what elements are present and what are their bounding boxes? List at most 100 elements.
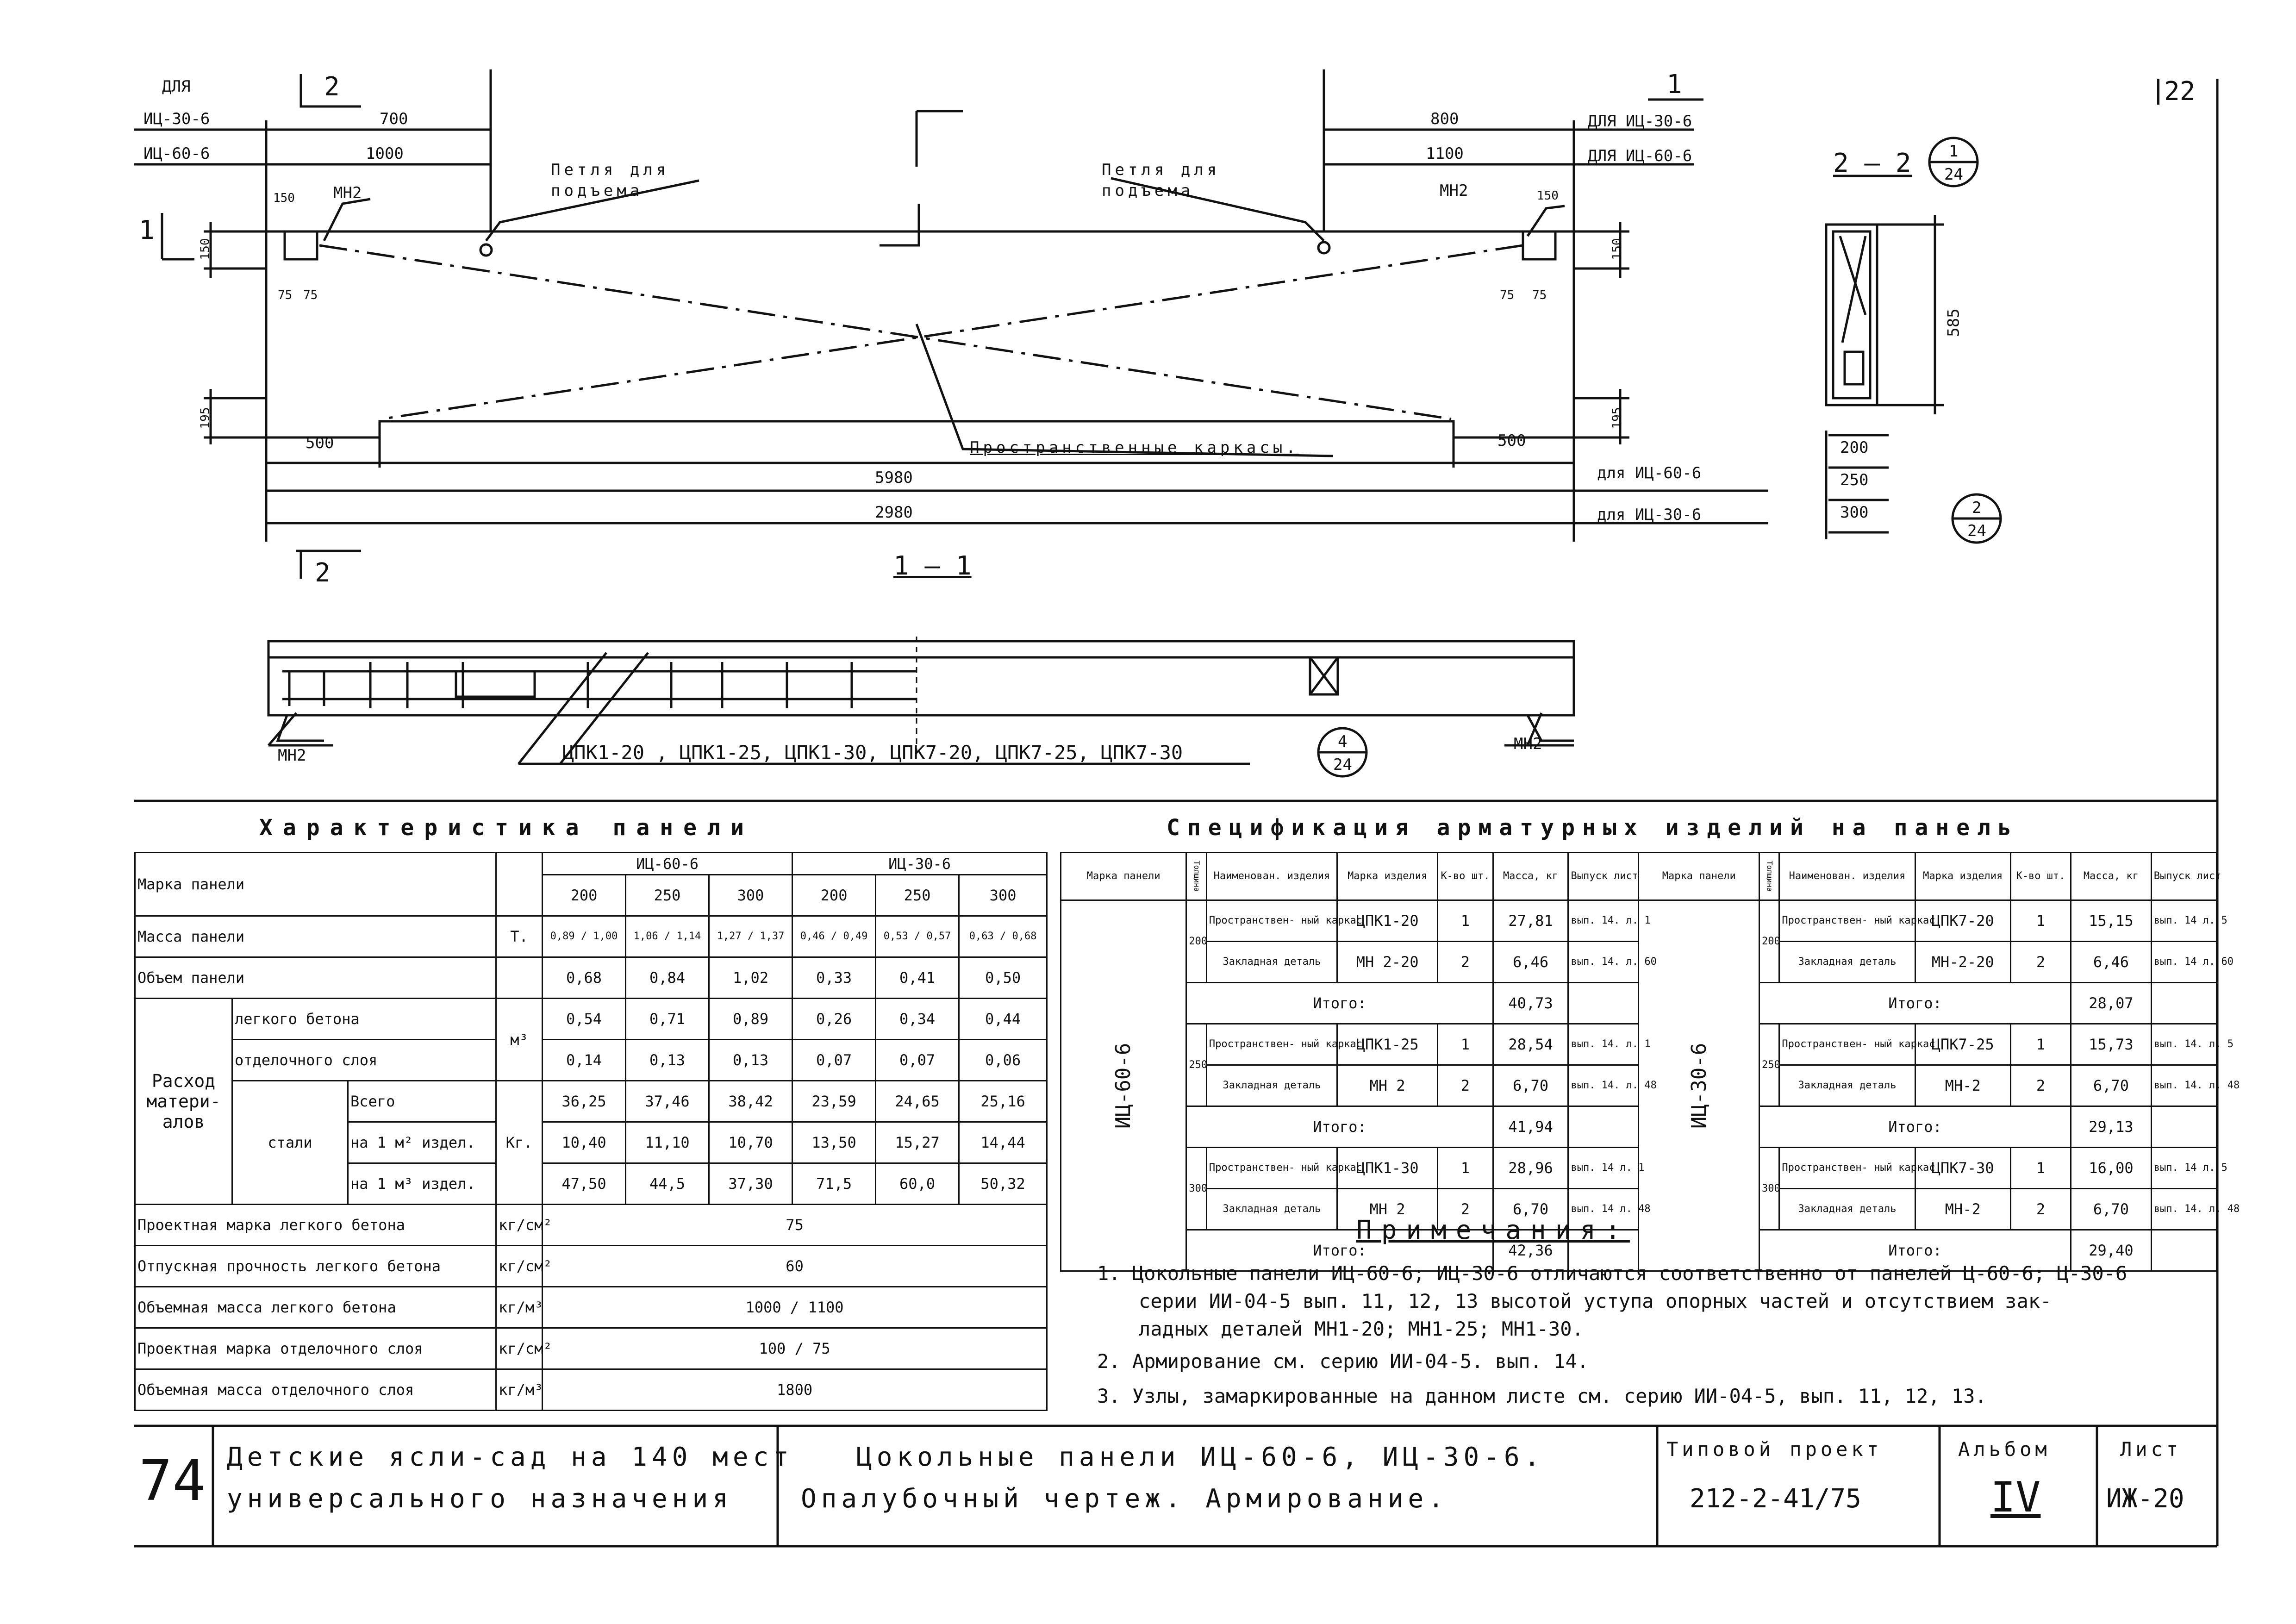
album-label: Альбом [1958, 1438, 2051, 1461]
spec-frame-mass: 28,54 [1492, 1023, 1569, 1066]
spec-detail-mark: МН 2-20 [1336, 941, 1439, 983]
spec-total: 42,36 [1492, 1229, 1569, 1272]
note-line-2: серии ИИ-04-5 вып. 11, 12, 13 высотой ус… [1139, 1290, 2052, 1312]
spec-detail-sheet: вып. 14 л. 48 [1567, 1188, 1651, 1230]
spec-total-r: 28,07 [2070, 982, 2152, 1024]
mass-cell: 1,27 / 1,37 [708, 915, 793, 958]
dim-75a-right: 75 [1500, 288, 1515, 302]
label-mn2-left: МН2 [333, 184, 362, 202]
note-line-4: 2. Армирование см. серию ИИ-04-5. вып. 1… [1097, 1350, 1589, 1373]
dim-500-left: 500 [306, 434, 334, 452]
dim-thickness-250: 250 [1840, 471, 1869, 489]
spec-detail-qty: 2 [1437, 941, 1494, 983]
label-frames: Пространственные каркасы. [970, 438, 1299, 457]
spec-frame-sheet-r: вып. 14 л. 5 [2150, 899, 2227, 942]
steel-m2-cell: 14,44 [958, 1121, 1048, 1164]
spec-th: 300 [1185, 1147, 1207, 1230]
project-name-line2: универсального назначения [227, 1484, 733, 1514]
spec-detail-qty: 2 [1437, 1188, 1494, 1230]
thickness-cell: 300 [958, 874, 1048, 917]
spec-th-r: 300 [1758, 1147, 1780, 1230]
spec-frame-mark-r: ЦПК7-30 [1914, 1147, 2011, 1189]
spec-frame-sheet-r: вып. 14 л. 5 [2150, 1147, 2227, 1189]
label-frames-list: ЦПК1-20 , ЦПК1-25, ЦПК1-30, ЦПК7-20, ЦПК… [562, 741, 1183, 764]
spec-mark-30: ИЦ-30-6 [1638, 899, 1760, 1272]
project-code: 212-2-41/75 [1690, 1484, 1861, 1514]
unit-mass: Т. [495, 915, 543, 958]
row-label-steel-m2: на 1 м² издел. [347, 1121, 497, 1164]
spec-frame-mark: ЦПК1-20 [1336, 899, 1439, 942]
spec-frame-mark: ЦПК1-25 [1336, 1023, 1439, 1066]
note-line-3: ладных деталей МН1-20; МН1-25; МН1-30. [1139, 1318, 1584, 1340]
steel-m2-cell: 10,40 [542, 1121, 627, 1164]
spec-total-label: Итого: [1185, 982, 1494, 1024]
dim-150-top-right: 150 [1537, 189, 1559, 203]
ref-1-24-bottom: 24 [1944, 165, 1963, 184]
label-right-60: ДЛЯ ИЦ-60-6 [1588, 147, 1692, 165]
specification-title: Спецификация арматурных изделий на панел… [1167, 815, 2019, 841]
steel-m2-cell: 15,27 [875, 1121, 960, 1164]
spec-header-thickness-r: Толщина [1758, 852, 1780, 901]
label-right-30: ДЛЯ ИЦ-30-6 [1588, 112, 1692, 131]
section-title-2-2: 2 — 2 [1833, 148, 1911, 178]
specification-table: Марка панели Толщина Наименован. изделия… [1060, 852, 2240, 1272]
ref-1-24-top: 1 [1949, 142, 1959, 161]
spec-th-r: 200 [1758, 899, 1780, 983]
spec-detail-sheet: вып. 14. л. 48 [1567, 1064, 1657, 1107]
ref-4-24-bottom: 24 [1333, 756, 1352, 774]
header-group-30: ИЦ-30-6 [792, 852, 1048, 875]
steel-m2-cell: 11,10 [625, 1121, 710, 1164]
dim-500-right: 500 [1497, 431, 1526, 450]
spec-frame-sheet: вып. 14. л. 1 [1567, 899, 1651, 942]
spec-detail-mass-r: 6,70 [2070, 1188, 2152, 1230]
corner-sheet-number: 22 [2157, 79, 2195, 105]
steel-m3-cell: 44,5 [625, 1162, 710, 1205]
spec-header-qty-r: К-во шт. [2009, 852, 2072, 901]
spec-frame-qty-r: 1 [2009, 1147, 2072, 1189]
row-label-finish-grade: Проектная марка отделочного слоя [134, 1327, 497, 1370]
spec-th: 200 [1185, 899, 1207, 983]
spec-header-mass: Масса, кг [1492, 852, 1569, 901]
spec-header-mass-r: Масса, кг [2070, 852, 2152, 901]
loop-label-left-1: Петля для [551, 161, 670, 179]
typical-project-label: Типовой проект [1666, 1438, 1883, 1461]
spec-total: 41,94 [1492, 1106, 1569, 1148]
ref-2-24-bottom: 24 [1967, 522, 1986, 540]
row-label-finish-layer: отделочного слоя [231, 1039, 497, 1081]
spec-mark-60: ИЦ-60-6 [1060, 899, 1187, 1272]
steel-m2-cell: 10,70 [708, 1121, 793, 1164]
row-label-consumption: Расход матери- алов [134, 998, 233, 1205]
project-name-line1: Детские ясли-сад на 140 мест [227, 1442, 794, 1472]
spec-frame-sheet: вып. 14. л. 1 [1567, 1023, 1651, 1066]
section-title-1-1: 1 — 1 [893, 551, 972, 581]
unit-cell: кг/см² [495, 1204, 552, 1246]
spec-header-sheet: Выпуск лист [1567, 852, 1640, 901]
dim-left-30: 700 [380, 110, 408, 128]
spec-header-item-mark: Марка изделия [1336, 852, 1439, 901]
row-label-steel-total: Всего [347, 1080, 497, 1123]
spec-frame-mark: ЦПК1-30 [1336, 1147, 1439, 1189]
spec-detail-qty-r: 2 [2009, 1188, 2072, 1230]
dim-150-top-left: 150 [273, 191, 295, 205]
spec-total-label: Итого: [1185, 1229, 1494, 1272]
loop-label-right-2: подъема [1102, 181, 1194, 200]
volume-cell: 0,84 [625, 956, 710, 999]
spec-detail-sheet-r: вып. 14. л. 48 [2150, 1064, 2240, 1107]
page-number: 74 [139, 1449, 206, 1513]
spec-name-detail-r: Закладная деталь [1778, 1188, 1916, 1230]
finish-layer-cell: 0,07 [792, 1039, 877, 1081]
spec-frame-sheet-r: вып. 14. л. 5 [2150, 1023, 2234, 1066]
spec-header-name: Наименован. изделия [1205, 852, 1338, 901]
spec-header-mark-r: Марка панели [1638, 852, 1760, 901]
spec-name-detail: Закладная деталь [1205, 1188, 1338, 1230]
spec-detail-mark-r: МН-2-20 [1914, 941, 2011, 983]
thickness-cell: 250 [875, 874, 960, 917]
spec-name-frame: Пространствен- ный каркас [1205, 899, 1362, 942]
row-label-steel: стали [231, 1080, 349, 1205]
mass-cell: 0,63 / 0,68 [958, 915, 1048, 958]
label-len-30: для ИЦ-30-6 [1597, 506, 1702, 524]
dim-75b-right: 75 [1532, 288, 1547, 302]
spec-name-frame-r: Пространствен- ный каркас [1778, 1147, 1935, 1189]
spec-detail-sheet-r: вып. 14 л. 60 [2150, 941, 2234, 983]
finish-layer-cell: 0,07 [875, 1039, 960, 1081]
